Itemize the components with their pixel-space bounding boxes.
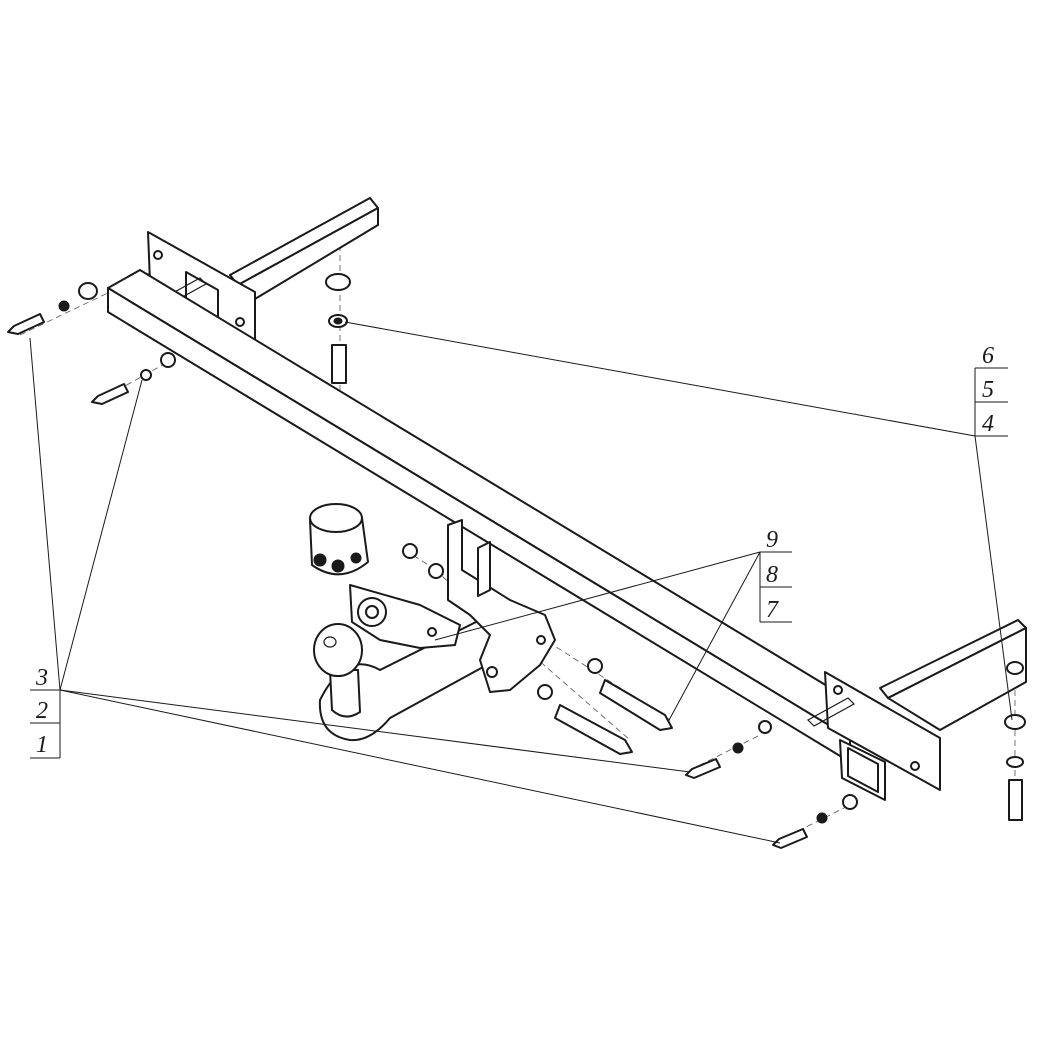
right-mount-bracket [807, 619, 1027, 801]
callout-label-6: 6 [982, 343, 994, 369]
left-mount-bracket [147, 197, 379, 341]
crossbar-tube [107, 269, 881, 810]
callout-label-8: 8 [766, 562, 778, 588]
callout-label-9: 9 [766, 527, 778, 553]
callout-label-2: 2 [36, 698, 48, 724]
callout-middle: 9 8 7 [759, 527, 792, 623]
leader-lines [29, 321, 1013, 844]
electrical-socket [309, 503, 369, 576]
callout-label-3: 3 [35, 665, 48, 691]
fasteners [7, 273, 1026, 849]
callout-right-top: 6 5 4 [974, 343, 1008, 437]
tow-ball [313, 623, 363, 718]
callout-label-5: 5 [982, 377, 994, 403]
callout-label-7: 7 [766, 597, 779, 623]
callout-left: 3 2 1 [30, 665, 61, 759]
callout-label-1: 1 [36, 732, 48, 758]
ball-mount [318, 519, 556, 742]
callout-label-4: 4 [982, 411, 994, 437]
